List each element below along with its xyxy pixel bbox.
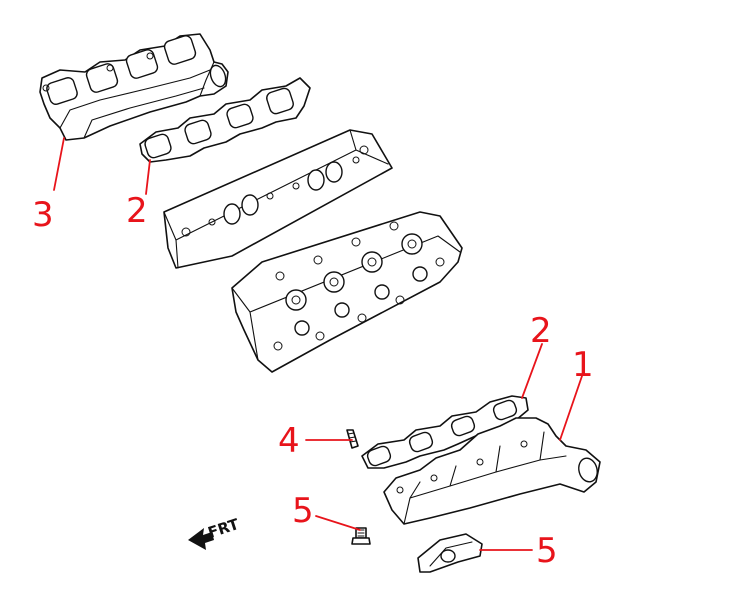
arrow-left-icon — [188, 528, 214, 550]
heat-shield — [417, 533, 483, 573]
cylinder-head-upper — [163, 129, 393, 269]
leader-right-manifold — [559, 375, 583, 441]
right-manifold-gasket — [361, 395, 529, 469]
right-exhaust-manifold — [383, 417, 601, 525]
callout-left-gasket: 2 — [126, 191, 148, 231]
manifold-bolt — [351, 527, 371, 545]
left-exhaust-manifold — [39, 33, 229, 141]
front-label: FRT — [206, 515, 242, 542]
left-manifold-gasket — [139, 77, 311, 163]
front-orientation-indicator: FRT — [188, 515, 242, 550]
callout-right-gasket: 2 — [530, 311, 552, 351]
callout-bolt: 5 — [292, 491, 314, 531]
callout-numbers: 3 2 2 1 4 5 5 — [32, 191, 594, 571]
cylinder-head-lower — [231, 211, 463, 373]
callout-leaders — [53, 137, 583, 551]
callout-stud: 4 — [278, 421, 300, 461]
callout-heat-shield: 5 — [536, 531, 558, 571]
leader-bolt — [315, 515, 361, 531]
callout-right-manifold: 1 — [572, 345, 594, 385]
manifold-stud — [346, 429, 359, 449]
leader-left-manifold — [53, 137, 65, 191]
leader-right-gasket — [521, 343, 543, 399]
callout-left-manifold: 3 — [32, 195, 54, 235]
leader-left-gasket — [145, 159, 151, 195]
